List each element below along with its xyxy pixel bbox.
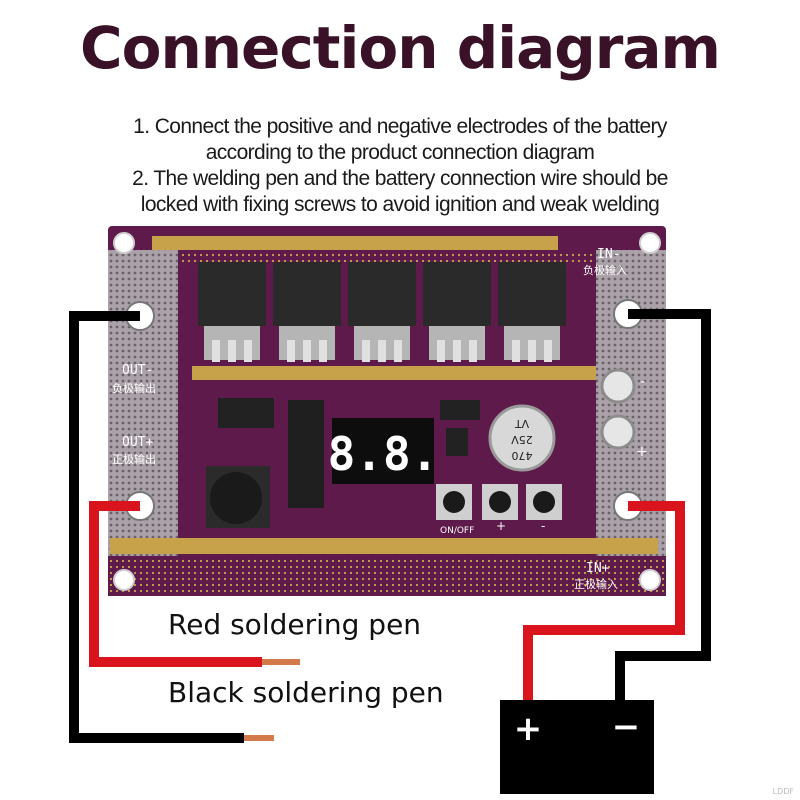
mosfet-row [198,262,566,362]
mount-hole-br [639,569,661,591]
capacitor [488,404,556,472]
instruction-line-3: 2. The welding pen and the battery conne… [132,167,668,190]
mosfet [273,262,341,362]
button-plus [482,484,518,520]
gold-bus-middle [192,366,596,380]
mount-hole-bl [113,569,135,591]
seven-segment-display: 8.8. [328,427,439,481]
terminal-label-minus: - [640,374,645,390]
mosfet [348,262,416,362]
red-pen-tip [262,659,300,665]
ic-chip [288,400,324,508]
page-title: Connection diagram [80,14,721,82]
pad-area-bottom [108,556,666,596]
button-on-off [436,484,472,520]
label-out-plus-cn: 正极输出 [112,452,156,466]
label-out-plus: OUT+ [122,435,153,450]
label-red-soldering-pen: Red soldering pen [168,608,422,641]
mount-hole-tr [639,232,661,254]
buzzer [210,472,262,524]
black-wire-battery [615,309,711,702]
small-chip [446,428,468,456]
battery-plus-label: + [514,709,543,749]
instructions: 1. Connect the positive and negative ele… [40,114,760,218]
terminal-screw-plus [600,414,636,450]
capacitor-label-1: 470 [512,449,533,462]
mosfet [423,262,491,362]
instruction-line-2: according to the product connection diag… [205,141,595,164]
small-chip [440,400,480,420]
label-in-minus: IN- [597,247,620,262]
black-wire-pen [69,311,244,743]
label-out-minus-cn: 负极输出 [112,381,156,395]
display-module [332,418,434,484]
mosfet [498,262,566,362]
terminal-label-plus: + [636,444,648,460]
gold-bus-top [152,236,558,250]
label-black-soldering-pen: Black soldering pen [168,676,444,709]
regulator-chip [218,398,274,428]
red-wire-pen [89,501,262,667]
instruction-line-1: 1. Connect the positive and negative ele… [133,115,667,138]
button-label-plus: + [496,519,506,533]
button-minus [526,484,562,520]
watermark: LDDF [772,787,794,796]
label-out-minus: OUT- [122,363,153,378]
red-wire-battery [523,501,685,702]
button-label-minus: - [541,519,545,533]
instruction-line-4: locked with fixing screws to avoid ignit… [140,193,660,216]
capacitor-label-3: VT [515,417,530,430]
label-in-plus: IN+ [586,561,610,576]
black-pen-tip [244,735,274,741]
label-in-plus-cn: 正极输入 [574,577,618,591]
button-label-on-off: ON/OFF [440,526,474,536]
gold-bus-bottom [110,538,658,554]
terminal-screw-minus [600,368,636,404]
capacitor-label-2: 25V [511,433,533,446]
mosfet [198,262,266,362]
battery [500,700,654,794]
label-in-minus-cn: 负极输入 [583,263,627,277]
mount-hole-tl [113,232,135,254]
battery-minus-label: − [612,707,641,747]
